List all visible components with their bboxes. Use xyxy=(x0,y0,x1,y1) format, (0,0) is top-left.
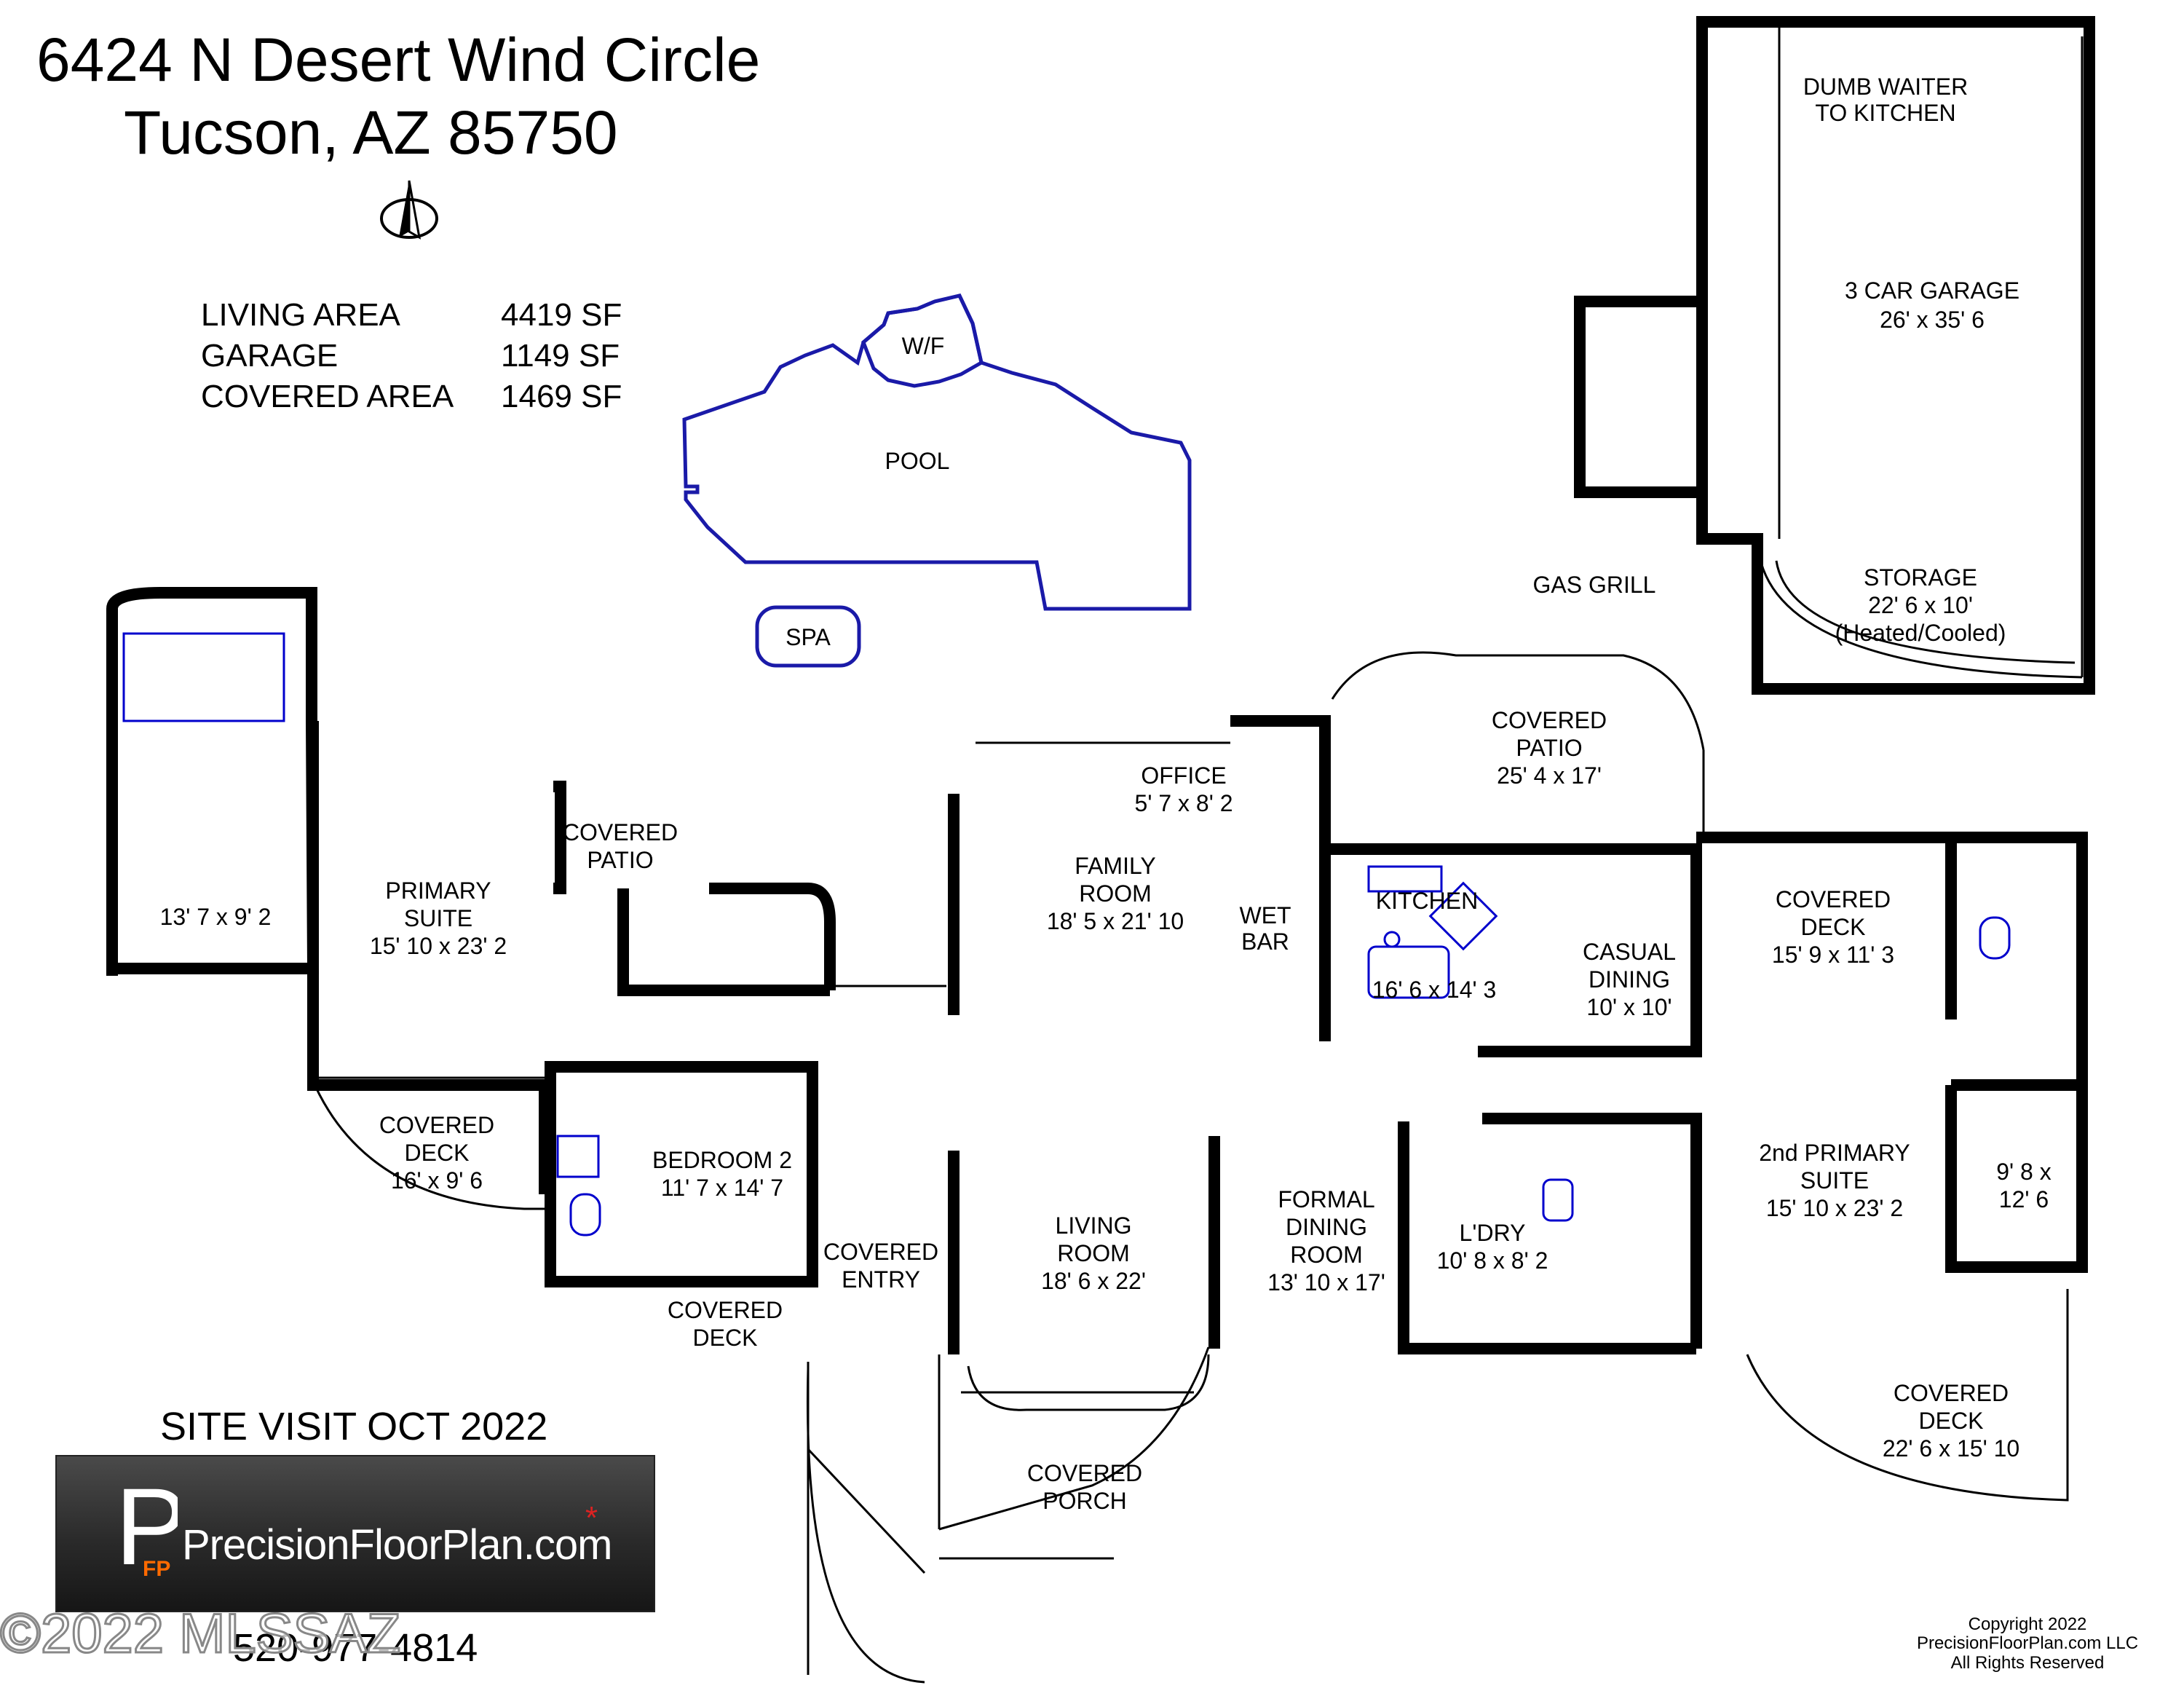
label-dumb-waiter-1: DUMB WAITER xyxy=(1803,74,1968,100)
label-casual-dining-1: CASUAL xyxy=(1583,939,1676,965)
label-garage-dims: 26' x 35' 6 xyxy=(1880,307,1985,333)
label-gas-grill: GAS GRILL xyxy=(1533,572,1656,598)
label-covered-deck-primary-2: DECK xyxy=(405,1140,470,1166)
site-visit-label: SITE VISIT OCT 2022 xyxy=(160,1405,548,1448)
label-covered-porch-2: PORCH xyxy=(1042,1488,1127,1514)
copyright-line-2: PrecisionFloorPlan.com LLC xyxy=(1916,1633,2139,1654)
label-family-dims: 18' 5 x 21' 10 xyxy=(1047,908,1184,934)
label-storage: STORAGE xyxy=(1864,564,1977,591)
area-label: GARAGE xyxy=(201,338,339,374)
copyright-line-3: All Rights Reserved xyxy=(1950,1652,2105,1673)
label-garage: 3 CAR GARAGE xyxy=(1845,277,2019,304)
label-formal-dining-dims: 13' 10 x 17' xyxy=(1267,1269,1385,1295)
address-line-1: 6424 N Desert Wind Circle xyxy=(36,25,761,94)
area-value: 1149 SF xyxy=(501,338,620,374)
label-casual-dining-dims: 10' x 10' xyxy=(1586,994,1671,1020)
label-office-dims: 5' 7 x 8' 2 xyxy=(1135,790,1233,816)
label-laundry: L'DRY xyxy=(1460,1220,1526,1246)
label-wet-bar-2: BAR xyxy=(1241,928,1289,955)
label-family-2: ROOM xyxy=(1079,880,1152,907)
pool-outline xyxy=(682,293,1192,611)
area-label: LIVING AREA xyxy=(201,297,400,333)
mls-watermark: ©2022 MLSSAZ xyxy=(0,1602,402,1666)
label-office: OFFICE xyxy=(1141,762,1226,789)
logo-text: PrecisionFloorPlan.com xyxy=(182,1521,612,1569)
label-covered-deck-primary-1: COVERED xyxy=(379,1112,494,1138)
label-second-primary-dims: 15' 10 x 23' 2 xyxy=(1766,1195,1903,1221)
exterior-walls xyxy=(106,16,2095,1354)
label-family-1: FAMILY xyxy=(1075,853,1155,879)
label-primary-suite-dims: 15' 10 x 23' 2 xyxy=(370,933,507,959)
label-covered-deck-bed2-2: DECK xyxy=(693,1325,758,1351)
label-living-1: LIVING xyxy=(1056,1212,1132,1239)
logo-fp: FP xyxy=(143,1557,171,1581)
label-covered-entry-1: COVERED xyxy=(823,1239,938,1265)
interior-lines xyxy=(310,22,2084,1684)
logo-p-glyph: P xyxy=(115,1470,178,1579)
waterfall-outline xyxy=(861,293,984,388)
label-wet-bar-1: WET xyxy=(1239,902,1291,928)
area-value: 4419 SF xyxy=(501,297,622,333)
label-storage-note: (Heated/Cooled) xyxy=(1835,620,2006,646)
label-covered-deck-se-dims: 22' 6 x 15' 10 xyxy=(1883,1435,2019,1462)
area-row-living: LIVING AREA 4419 SF xyxy=(201,297,622,334)
label-covered-patio-small-1: COVERED xyxy=(563,819,678,845)
label-formal-dining-2: DINING xyxy=(1286,1214,1367,1240)
label-covered-deck-east-dims: 15' 9 x 11' 3 xyxy=(1772,942,1894,968)
label-second-primary-2: SUITE xyxy=(1800,1167,1869,1194)
phone-number: 520-977-4814 xyxy=(233,1626,478,1670)
logo-letter: P xyxy=(115,1470,178,1579)
label-wf: W/F xyxy=(902,333,945,359)
label-spa: SPA xyxy=(786,624,831,650)
area-row-covered: COVERED AREA 1469 SF xyxy=(201,379,622,415)
label-formal-dining-3: ROOM xyxy=(1290,1242,1363,1268)
logo-star-icon: * xyxy=(585,1500,598,1536)
label-primary-suite-1: PRIMARY xyxy=(385,877,491,904)
label-covered-deck-bed2-1: COVERED xyxy=(668,1297,783,1323)
label-primary-suite-2: SUITE xyxy=(404,905,472,931)
label-closet-east-2: 12' 6 xyxy=(1999,1186,2049,1212)
label-covered-patio-main-2: PATIO xyxy=(1516,735,1582,761)
label-covered-porch-1: COVERED xyxy=(1027,1460,1142,1486)
label-covered-deck-se-2: DECK xyxy=(1919,1408,1984,1434)
label-second-primary-1: 2nd PRIMARY xyxy=(1759,1140,1910,1166)
label-covered-patio-small-2: PATIO xyxy=(587,847,653,873)
north-arrow-icon xyxy=(380,180,438,240)
label-laundry-dims: 10' 8 x 8' 2 xyxy=(1437,1247,1548,1274)
fixtures xyxy=(122,632,2011,1237)
label-storage-dims: 22' 6 x 10' xyxy=(1868,592,1973,618)
label-covered-deck-east-2: DECK xyxy=(1801,914,1866,940)
area-value: 1469 SF xyxy=(501,379,622,414)
brand-logo: P FP PrecisionFloorPlan.com * xyxy=(55,1455,655,1612)
spa-outline xyxy=(755,605,861,668)
address-line-2: Tucson, AZ 85750 xyxy=(124,98,618,167)
label-closet-east-1: 9' 8 x xyxy=(1996,1159,2051,1185)
label-kitchen: KITCHEN xyxy=(1376,888,1478,914)
area-row-garage: GARAGE 1149 SF xyxy=(201,338,620,374)
label-living-2: ROOM xyxy=(1057,1240,1130,1266)
label-pool: POOL xyxy=(885,448,950,474)
copyright-line-1: Copyright 2022 xyxy=(1968,1614,2087,1634)
label-covered-deck-se-1: COVERED xyxy=(1894,1380,2009,1406)
label-covered-patio-main-1: COVERED xyxy=(1492,707,1607,733)
label-covered-patio-main-dims: 25' 4 x 17' xyxy=(1497,762,1602,789)
area-label: COVERED AREA xyxy=(201,379,454,414)
label-casual-dining-2: DINING xyxy=(1588,966,1670,993)
label-bath-west-dims: 13' 7 x 9' 2 xyxy=(160,904,272,930)
label-formal-dining-1: FORMAL xyxy=(1278,1186,1374,1212)
label-dumb-waiter-2: TO KITCHEN xyxy=(1815,100,1955,126)
label-bedroom2-dims: 11' 7 x 14' 7 xyxy=(661,1175,783,1201)
label-covered-entry-2: ENTRY xyxy=(842,1266,920,1293)
copyright-block: Copyright 2022 PrecisionFloorPlan.com LL… xyxy=(1907,1614,2148,1673)
label-living-dims: 18' 6 x 22' xyxy=(1041,1268,1146,1294)
label-bedroom2: BEDROOM 2 xyxy=(652,1147,792,1173)
label-covered-deck-east-1: COVERED xyxy=(1776,886,1891,912)
label-covered-deck-primary-dims: 16' x 9' 6 xyxy=(391,1167,483,1194)
label-kitchen-dims: 16' 6 x 14' 3 xyxy=(1372,977,1497,1003)
